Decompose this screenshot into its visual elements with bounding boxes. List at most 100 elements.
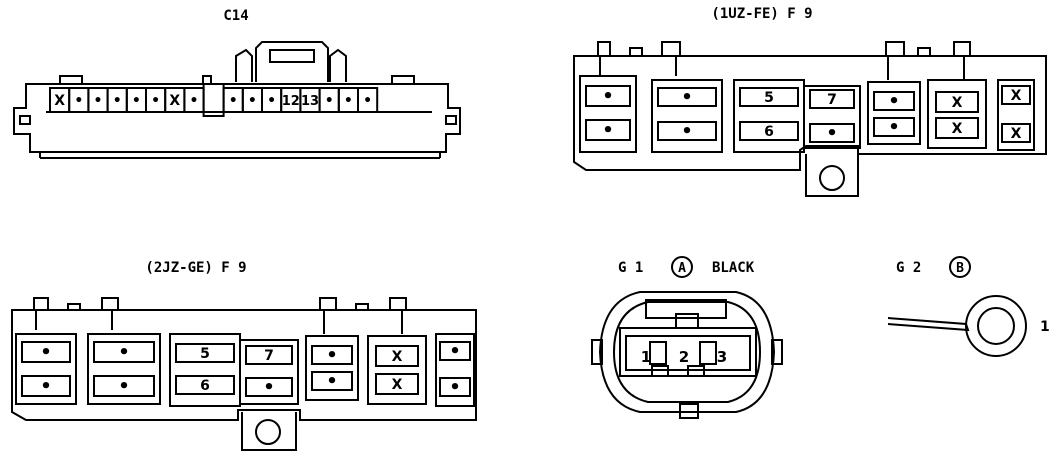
g1-pin-2: 2 (679, 348, 689, 366)
terminal-b1: • (681, 87, 693, 108)
connector-g1: G 1 A BLACK 1 2 3 (591, 256, 783, 419)
c14-pin-label: • (325, 93, 334, 109)
c14-pin-label: • (363, 93, 372, 109)
f9-2jz-cells: ••••567•••XX•• (21, 341, 471, 398)
terminal-f2: X (392, 377, 403, 393)
terminal-window (935, 91, 979, 113)
terminal-window (375, 345, 419, 367)
g2-badge: B (956, 261, 964, 276)
f9-1uz-mount (805, 154, 859, 197)
terminal-g2: • (449, 377, 461, 398)
terminal-e2: • (326, 371, 338, 392)
terminal-window (175, 343, 235, 363)
terminal-window (585, 85, 631, 107)
c14-title: C14 (223, 8, 248, 24)
terminal-window (21, 341, 71, 363)
c14-pin-label: 12 (282, 94, 300, 109)
c14-latch (255, 41, 329, 82)
terminal-b2: • (118, 376, 130, 397)
c14-pin-label: • (74, 93, 83, 109)
terminal-window (375, 373, 419, 395)
terminal-d1: 7 (264, 348, 274, 364)
terminal-window (657, 121, 717, 141)
g1-badge: A (678, 261, 686, 276)
connector-f9-2jz-ge: (2JZ-GE) F 9 ••••567•••XX•• (11, 260, 477, 451)
g1-pin-1: 1 (641, 348, 651, 366)
c14-pin-label: X (169, 93, 180, 109)
terminal-window (311, 371, 353, 391)
c14-pin-label: • (248, 93, 257, 109)
g1-body (598, 291, 776, 413)
g1-pin-3: 3 (717, 348, 727, 366)
terminal-d1: 7 (827, 92, 837, 108)
terminal-window (1001, 85, 1031, 105)
f9-2jz-mount (241, 412, 297, 451)
terminal-window (739, 121, 799, 141)
terminal-a2: • (602, 120, 614, 141)
terminal-window (439, 341, 471, 361)
terminal-window (809, 123, 855, 143)
terminal-g1: • (449, 341, 461, 362)
terminal-a1: • (40, 342, 52, 363)
terminal-window (311, 345, 353, 365)
c14-pin-label: • (132, 93, 141, 109)
c14-pin-label: • (190, 93, 199, 109)
terminal-window (809, 89, 855, 109)
terminal-f2: X (952, 121, 963, 137)
c14-pin-label: X (54, 93, 65, 109)
terminal-e1: • (888, 91, 900, 112)
terminal-window (739, 87, 799, 107)
terminal-window (245, 345, 293, 365)
f9-1uz-title: (1UZ-FE) F 9 (711, 6, 812, 22)
g2-ring-terminal (965, 295, 1027, 357)
terminal-c1: 5 (764, 90, 774, 106)
terminal-c2: 6 (200, 378, 210, 394)
g2-wire (887, 317, 970, 332)
terminal-e2: • (888, 117, 900, 138)
terminal-window (93, 341, 155, 363)
terminal-d2: • (826, 123, 838, 144)
g1-badge-circle (671, 256, 693, 278)
terminal-g2: X (1011, 126, 1022, 142)
c14-body (13, 83, 461, 153)
connector-g2: G 2 B 1 (887, 256, 1050, 357)
c14-pin-label: • (344, 93, 353, 109)
terminal-g1: X (1011, 88, 1022, 104)
f9-1uz-mount-hole (819, 165, 845, 191)
f9-2jz-mount-hole (255, 419, 281, 445)
terminal-f1: X (392, 349, 403, 365)
terminal-window (873, 91, 915, 111)
c14-pin-label: • (94, 93, 103, 109)
terminal-window (175, 375, 235, 395)
c14-pin-cavity (357, 87, 379, 113)
c14-pin-label: • (113, 93, 122, 109)
terminal-window (93, 375, 155, 397)
terminal-window (873, 117, 915, 137)
g2-badge-circle (949, 256, 971, 278)
terminal-window (585, 119, 631, 141)
c14-pin-label: • (151, 93, 160, 109)
terminal-c1: 5 (200, 346, 210, 362)
c14-pin-label: 13 (301, 94, 319, 109)
terminal-c2: 6 (764, 124, 774, 140)
c14-pin-label: • (229, 93, 238, 109)
g1-title-suffix: BLACK (712, 260, 755, 276)
terminal-window (657, 87, 717, 107)
terminal-window (439, 377, 471, 397)
terminal-d2: • (263, 377, 275, 398)
terminal-window (245, 377, 293, 397)
g1-title-prefix: G 1 (618, 260, 643, 276)
terminal-b2: • (681, 121, 693, 142)
f9-2jz-title: (2JZ-GE) F 9 (145, 260, 246, 276)
terminal-b1: • (118, 342, 130, 363)
terminal-window (1001, 123, 1031, 143)
g2-title-prefix: G 2 (896, 260, 921, 276)
terminal-a1: • (602, 86, 614, 107)
terminal-window (935, 117, 979, 139)
terminal-window (21, 375, 71, 397)
